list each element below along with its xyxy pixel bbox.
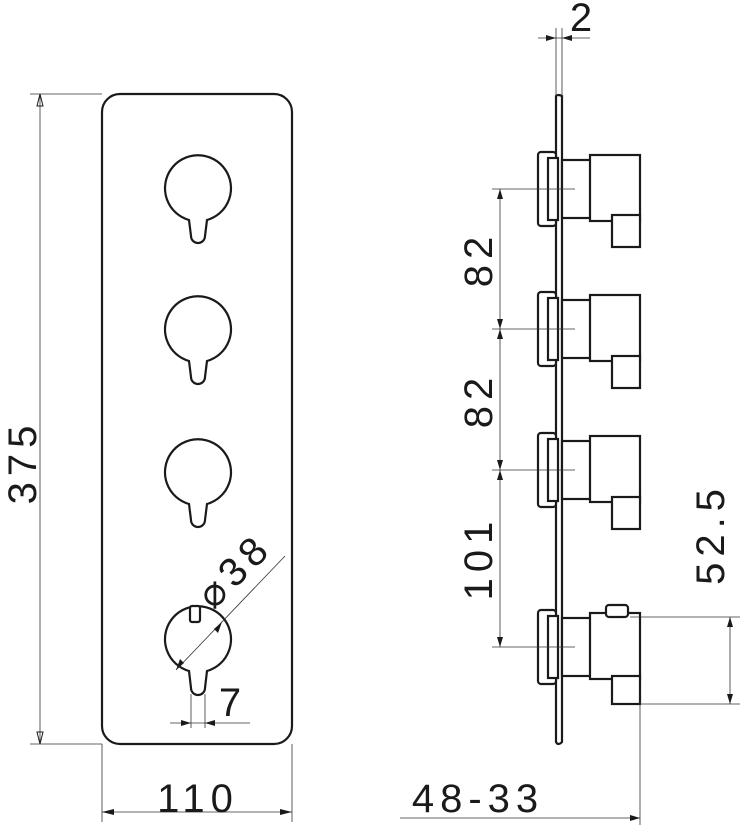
knob-4: [163, 604, 233, 697]
height-label: 375: [1, 420, 45, 505]
side-view: 82 82 101 52.5 2 48-33: [400, 0, 740, 825]
plate-thickness-label: 2: [570, 0, 598, 40]
side-plate: [554, 93, 564, 746]
spacing-label-3: 101: [457, 516, 501, 601]
side-handle-3: [536, 431, 642, 531]
dimension-spacing: 82 82 101: [457, 189, 503, 647]
depth-label: 48-33: [412, 777, 544, 821]
knob-3: [163, 438, 233, 529]
dimension-width: 110: [101, 744, 293, 822]
spacing-label-1: 82: [457, 231, 501, 288]
width-label: 110: [157, 777, 239, 821]
lever-width-label: 7: [219, 681, 247, 725]
lever-offset-label: 52.5: [689, 483, 733, 585]
dimension-plate-thickness: 2: [538, 0, 598, 96]
dimension-height: 375: [1, 93, 102, 745]
front-view: 375 110 ⌀38 7: [1, 92, 294, 822]
side-handle-2: [536, 290, 642, 390]
dimension-depth: 48-33: [400, 700, 641, 825]
side-handle-1: [536, 150, 642, 249]
spacing-label-2: 82: [457, 372, 501, 429]
dimension-lever-offset: 52.5: [630, 483, 740, 705]
knob-1: [163, 154, 233, 245]
dimension-lever-width: 7: [170, 681, 250, 728]
side-handle-4: [536, 603, 642, 706]
faceplate-outline: [100, 92, 294, 746]
knob-2: [163, 295, 233, 386]
